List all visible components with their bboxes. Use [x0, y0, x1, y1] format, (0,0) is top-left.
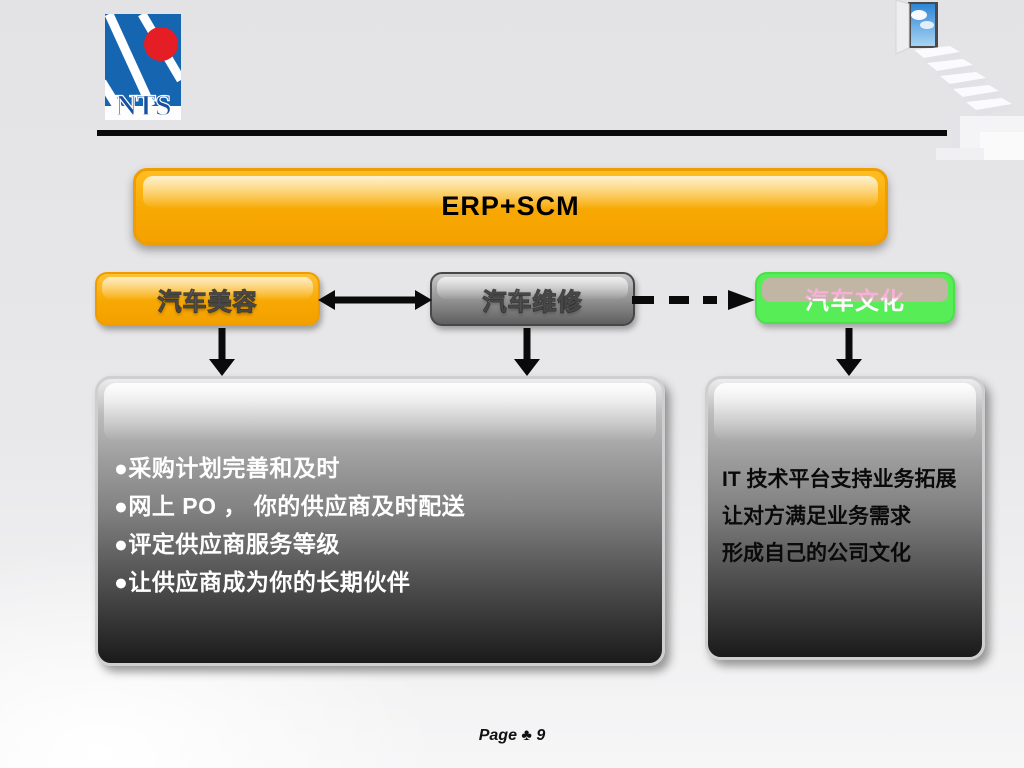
- bullet-line: ●网上 PO ， 你的供应商及时配送: [114, 493, 466, 519]
- panel-content: ●采购计划完善和及时 ●网上 PO ， 你的供应商及时配送 ●评定供应商服务等级…: [114, 449, 654, 601]
- node-culture-inner-panel: [762, 278, 948, 302]
- header-divider: [97, 130, 947, 136]
- double-arrow-icon: [318, 289, 432, 311]
- bullet-line: ●评定供应商服务等级: [114, 531, 340, 557]
- node-car-beauty: 汽车美容: [95, 272, 320, 326]
- node-car-repair: 汽车维修: [430, 272, 635, 326]
- down-arrow-icon: [514, 328, 540, 376]
- logo-text: NTS: [115, 89, 171, 120]
- node-label: 汽车美容: [157, 288, 258, 316]
- node-car-culture: 汽车文化: [755, 272, 955, 324]
- staircase-door-graphic: [895, 0, 1024, 160]
- nts-logo-icon: NTS: [105, 14, 181, 120]
- panel-it-platform-details: IT 技术平台支持业务拓展 让对方满足业务需求 形成自己的公司文化: [705, 376, 985, 660]
- bullet-line: ●采购计划完善和及时: [114, 455, 340, 481]
- down-arrow-icon: [209, 328, 235, 376]
- node-label: 汽车维修: [482, 288, 583, 316]
- panel-content: IT 技术平台支持业务拓展 让对方满足业务需求 形成自己的公司文化: [722, 461, 978, 572]
- node-label: 汽车文化: [805, 281, 905, 316]
- title-label: ERP+SCM: [441, 191, 580, 221]
- page-number: Page ♣ 9: [478, 727, 546, 744]
- dashed-arrow-icon: [632, 289, 758, 311]
- bullet-line: ●让供应商成为你的长期伙伴: [114, 569, 411, 595]
- title-box-erp-scm: ERP+SCM: [133, 168, 888, 245]
- text-line: 让对方满足业务需求: [722, 505, 911, 528]
- text-line: IT 技术平台支持业务拓展: [722, 468, 957, 491]
- text-line: 形成自己的公司文化: [722, 542, 911, 565]
- down-arrow-icon: [836, 328, 862, 376]
- panel-procurement-details: ●采购计划完善和及时 ●网上 PO ， 你的供应商及时配送 ●评定供应商服务等级…: [95, 376, 665, 666]
